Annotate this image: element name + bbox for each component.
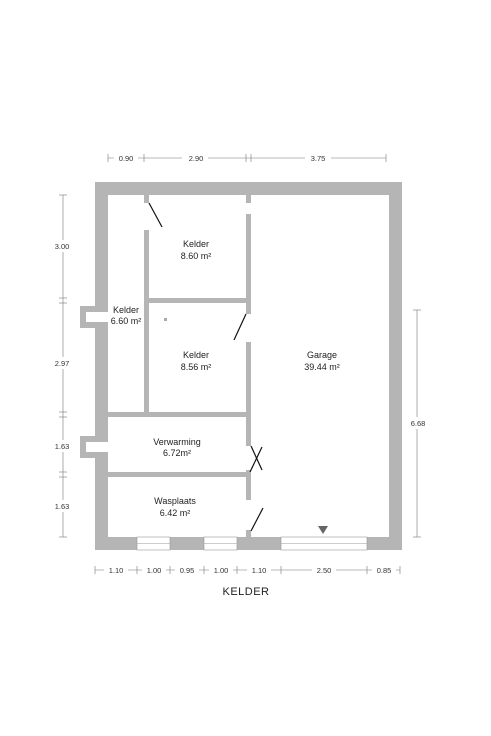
dim-bottom-1: 1.10 <box>109 566 124 575</box>
room-name-wasplaats: Wasplaats <box>154 496 196 506</box>
room-name-verwarming: Verwarming <box>153 437 201 447</box>
dim-bottom-4: 1.00 <box>214 566 229 575</box>
room-name-kelder-1: Kelder <box>183 239 209 249</box>
dim-top-2: 2.90 <box>189 154 204 163</box>
wall-top <box>95 182 402 195</box>
dim-bottom-3: 0.95 <box>180 566 195 575</box>
dim-top-3: 3.75 <box>311 154 326 163</box>
room-name-kelder-2: Kelder <box>113 305 139 315</box>
room-area-kelder-3: 8.56 m² <box>181 362 212 372</box>
door-verwarming <box>249 446 263 473</box>
dim-bottom-7: 0.85 <box>377 566 392 575</box>
niche-lower-opening <box>86 442 108 452</box>
room-name-garage: Garage <box>307 350 337 360</box>
dim-bottom-6: 2.50 <box>317 566 332 575</box>
niche-upper-opening <box>86 312 108 322</box>
dim-left-4: 1.63 <box>55 502 70 511</box>
room-name-kelder-3: Kelder <box>183 350 209 360</box>
door-kelder-upper <box>148 202 163 228</box>
dim-left-3: 1.63 <box>55 442 70 451</box>
doors <box>148 202 264 532</box>
dim-left-1: 3.00 <box>55 242 70 251</box>
room-area-kelder-1: 8.60 m² <box>181 251 212 261</box>
dimensions-bottom: 1.10 1.00 0.95 1.00 1.10 2.50 0.85 <box>94 564 401 575</box>
plan-title: KELDER <box>222 586 269 598</box>
room-area-garage: 39.44 m² <box>304 362 340 372</box>
room-area-verwarming: 6.72m² <box>163 448 191 458</box>
dim-bottom-5: 1.10 <box>252 566 267 575</box>
room-area-wasplaats: 6.42 m² <box>160 508 191 518</box>
dim-bottom-2: 1.00 <box>147 566 162 575</box>
garage-entrance-arrow-icon <box>318 526 328 534</box>
room-labels: Kelder 8.60 m² Kelder 6.60 m² Kelder 8.5… <box>111 239 340 518</box>
dim-left-2: 2.97 <box>55 359 70 368</box>
wall-left <box>95 182 108 550</box>
dim-right-1: 6.68 <box>411 419 426 428</box>
dimensions-right: 6.68 <box>405 309 431 538</box>
door-wasplaats <box>250 507 264 532</box>
dimensions-top: 0.90 2.90 3.75 <box>107 152 387 163</box>
wall-right <box>389 182 402 550</box>
dimensions-left: 3.00 2.97 1.63 1.63 <box>50 194 76 538</box>
interior-walls <box>108 195 251 538</box>
dim-top-1: 0.90 <box>119 154 134 163</box>
door-kelder-lower <box>233 313 247 341</box>
room-area-kelder-2: 6.60 m² <box>111 316 142 326</box>
outer-walls <box>80 182 402 550</box>
bottom-openings <box>136 526 368 551</box>
